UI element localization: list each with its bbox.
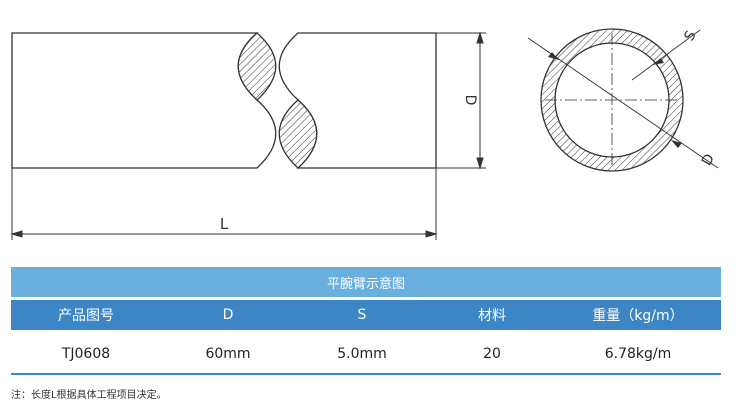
footnote: 注：长度L根据具体工程项目决定。 xyxy=(11,390,167,401)
pipe-left-segment xyxy=(11,32,277,169)
cell-product-number: TJ0608 xyxy=(61,346,111,362)
pipe-drawing: D L S D xyxy=(10,28,719,240)
header-wall-thickness: S xyxy=(357,307,367,323)
pipe-cross-section xyxy=(527,28,719,172)
header-product-number: 产品图号 xyxy=(58,308,114,324)
dimension-d-label: D xyxy=(462,95,478,106)
cell-diameter: 60mm xyxy=(205,346,251,362)
cell-weight: 6.78kg/m xyxy=(604,346,672,362)
table-title: 平腕臂示意图 xyxy=(11,267,721,297)
header-material: 材料 xyxy=(478,308,506,324)
pipe-right-segment xyxy=(278,32,437,169)
dimension-l xyxy=(10,168,438,240)
dimension-d-side xyxy=(436,31,486,170)
table-header-row: 产品图号 D S 材料 重量（kg/m） xyxy=(11,300,721,330)
header-diameter: D xyxy=(222,307,234,323)
cell-material: 20 xyxy=(483,346,501,362)
table-bottom-divider xyxy=(11,373,721,375)
header-weight: 重量（kg/m） xyxy=(592,308,684,324)
table-row: TJ0608 60mm 5.0mm 20 6.78kg/m xyxy=(11,338,721,370)
cell-wall-thickness: 5.0mm xyxy=(337,346,387,362)
dimension-l-label: L xyxy=(220,215,229,233)
